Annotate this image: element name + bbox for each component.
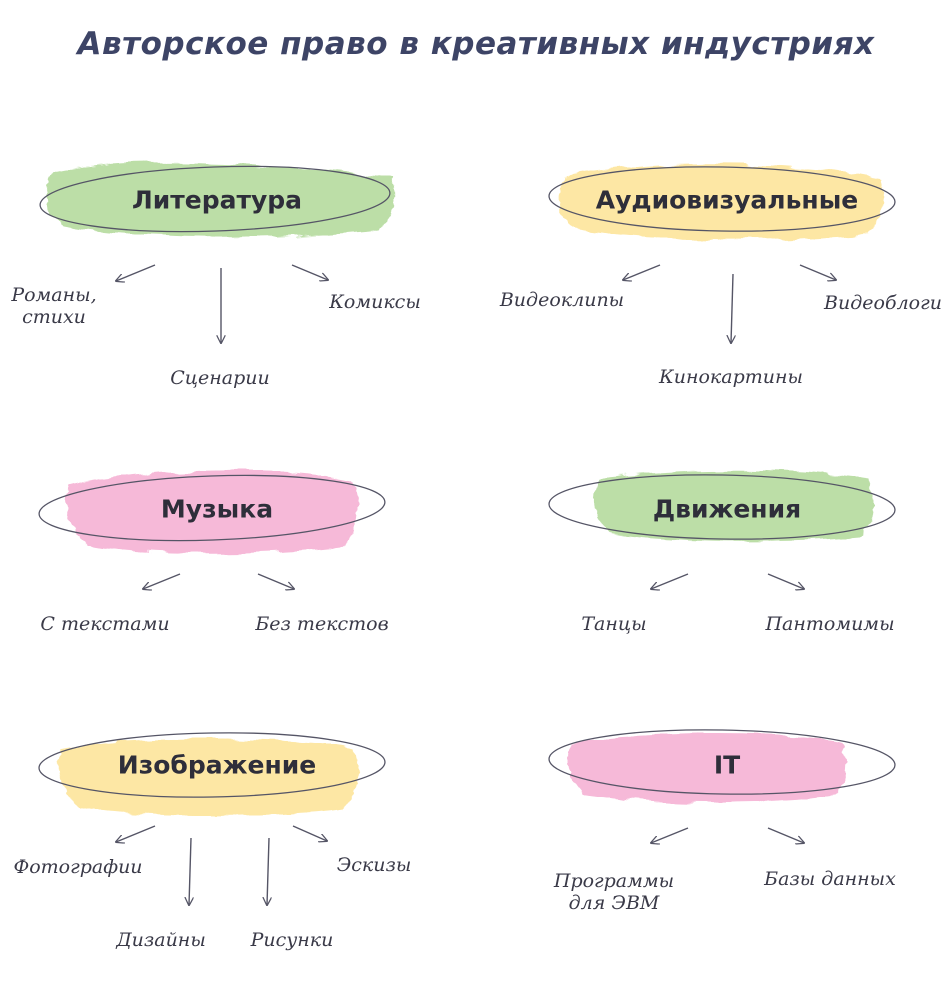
child-label-image-sketches: Эскизы <box>336 854 412 876</box>
category-title-movements: Движения <box>652 494 802 524</box>
category-audiovisual <box>548 164 896 343</box>
arrow-audiovisual-1 <box>623 264 661 280</box>
brush-blob-movements <box>593 470 874 541</box>
outline-ellipse-it <box>548 729 896 795</box>
child-label-it-databases: Базы данных <box>764 868 896 890</box>
arrow-image-2 <box>189 837 191 905</box>
brush-blob-it <box>567 733 847 803</box>
arrow-music-2 <box>257 573 294 589</box>
child-label-image-drawings: Рисунки <box>250 929 334 951</box>
diagram-title: Авторское право в креативных индустриях <box>77 26 875 62</box>
category-it <box>548 729 896 843</box>
child-label-music-instrumental: Без текстов <box>255 613 389 635</box>
outline-ellipse-literature <box>39 165 391 233</box>
child-label-it-programs: Программы для ЭВМ <box>553 870 675 914</box>
category-title-image: Изображение <box>117 750 317 780</box>
arrow-audiovisual-3 <box>799 264 836 280</box>
category-title-audiovisual: Аудиовизуальные <box>595 185 859 215</box>
brush-blob-audiovisual <box>559 164 884 240</box>
arrow-image-3 <box>267 837 269 905</box>
arrow-image-1 <box>116 825 156 842</box>
arrow-movements-2 <box>767 573 804 589</box>
outline-ellipse-audiovisual <box>548 166 896 232</box>
brush-blob-image <box>58 739 358 816</box>
category-title-it: IT <box>713 750 741 780</box>
arrow-it-2 <box>767 827 804 843</box>
child-label-literature-novels: Романы, стихи <box>11 284 97 328</box>
child-label-music-lyrics: С текстами <box>40 613 170 635</box>
child-label-movements-pantomimes: Пантомимы <box>765 613 895 635</box>
outline-ellipse-movements <box>548 474 896 540</box>
arrow-literature-1 <box>116 264 156 281</box>
child-label-image-photos: Фотографии <box>13 856 143 878</box>
child-label-audiovisual-clips: Видеоклипы <box>499 289 625 311</box>
arrow-image-4 <box>292 825 327 841</box>
arrow-music-1 <box>143 573 181 589</box>
child-label-audiovisual-vlogs: Видеоблоги <box>824 292 942 314</box>
category-title-literature: Литература <box>131 185 303 215</box>
child-label-literature-scripts: Сценарии <box>170 367 270 389</box>
brush-blob-literature <box>46 162 396 238</box>
arrow-literature-3 <box>291 264 328 280</box>
child-label-image-designs: Дизайны <box>116 929 206 951</box>
arrow-movements-1 <box>651 573 689 589</box>
category-music <box>38 470 386 589</box>
outline-ellipse-music <box>38 474 386 542</box>
child-label-movements-dances: Танцы <box>581 613 647 635</box>
category-literature <box>39 162 396 343</box>
brush-blob-music <box>66 470 358 554</box>
outline-ellipse-image <box>38 732 386 798</box>
arrow-it-1 <box>651 827 689 843</box>
child-label-literature-comics: Комиксы <box>329 291 421 313</box>
arrow-audiovisual-2 <box>731 273 733 343</box>
category-image <box>38 732 386 905</box>
category-title-music: Музыка <box>160 494 274 524</box>
child-label-audiovisual-films: Кинокартины <box>659 366 803 388</box>
category-movements <box>548 470 896 589</box>
